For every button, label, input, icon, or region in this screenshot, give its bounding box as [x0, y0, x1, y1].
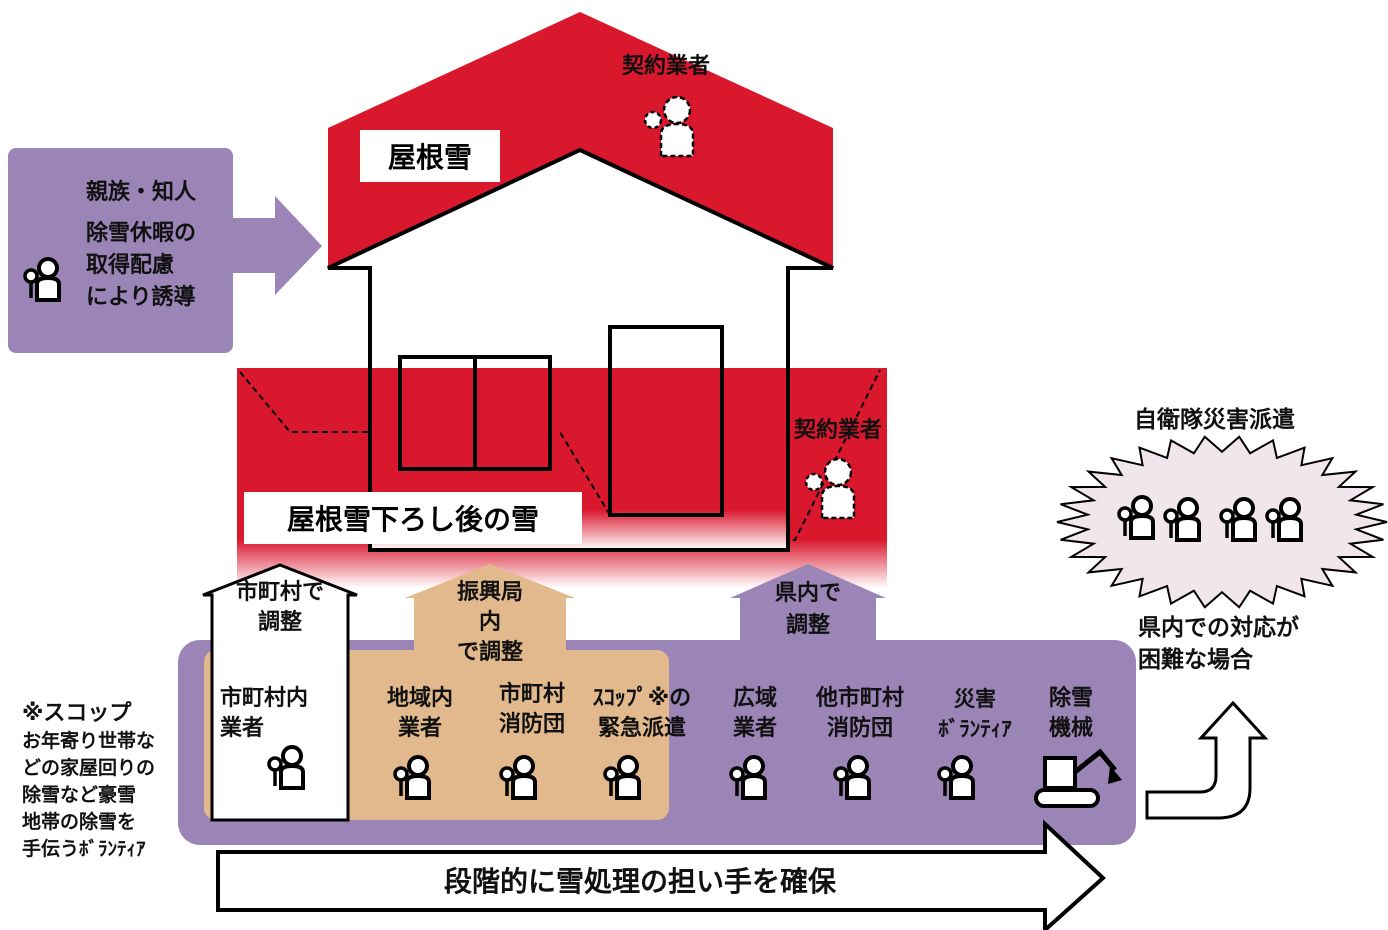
worker-label-wide: 広域 業者 [732, 686, 777, 741]
shovel-note-body: お年寄り世帯な どの家屋回りの 除雪など豪雪 地帯の除雪を 手伝うﾎﾞﾗﾝﾃｨｱ [22, 730, 156, 860]
worker-label-volunteer: 災害 ﾎﾞﾗﾝﾃｨｱ [938, 687, 1012, 741]
worker-label-shovel: ｽｺｯﾌﾟ※の 緊急派遣 [592, 686, 692, 741]
municipal-adjust-label: 市町村で 調整 [235, 580, 324, 635]
worker-label-machine: 除雪 機械 [1048, 686, 1093, 741]
contractor-roof-label: 契約業者 [622, 54, 711, 79]
shovel-note-head: ※スコップ [22, 701, 132, 726]
ground-snow-dashed-outline [239, 369, 881, 541]
prefecture-up-arrow [730, 564, 886, 650]
roof-snow [328, 12, 833, 270]
bottom-progress-arrow [216, 819, 1106, 930]
shovel-note: ※スコップ お年寄り世帯な どの家屋回りの 除雪など豪雪 地帯の除雪を 手伝うﾎ… [22, 700, 155, 863]
bottom-arrow-label: 段階的に雪処理の担い手を確保 [443, 865, 836, 898]
worker-label-municipal: 市町村内 業者 [220, 686, 309, 741]
worker-label-other-fire: 他市町村 消防団 [815, 686, 904, 741]
sdf-starburst [1056, 435, 1388, 609]
relatives-title: 親族・知人 [86, 180, 197, 205]
regional-up-arrow [405, 564, 575, 690]
relatives-arrow [230, 196, 322, 295]
municipal-up-arrow [202, 563, 358, 822]
worker-label-fire: 市町村 消防団 [498, 682, 565, 737]
house-door [608, 325, 724, 517]
worker-label-local: 地域内 業者 [386, 686, 453, 741]
excavator-icon [1034, 748, 1122, 808]
contractor-ground-label: 契約業者 [794, 418, 883, 443]
sdf-title: 自衛隊災害派遣 [1134, 407, 1295, 433]
roof-snow-label: 屋根雪 [360, 130, 500, 182]
regional-adjust-label: 振興局 内 で調整 [456, 580, 523, 665]
relatives-body: 除雪休暇の 取得配慮 により誘導 [86, 221, 197, 310]
escalation-arrow [1145, 700, 1269, 820]
relatives-box [8, 148, 233, 353]
ground-snow-label: 屋根雪下ろし後の雪 [244, 492, 582, 544]
sdf-condition: 県内での対応が 困難な場合 [1138, 615, 1299, 673]
prefecture-adjust-label: 県内で 調整 [774, 581, 841, 638]
